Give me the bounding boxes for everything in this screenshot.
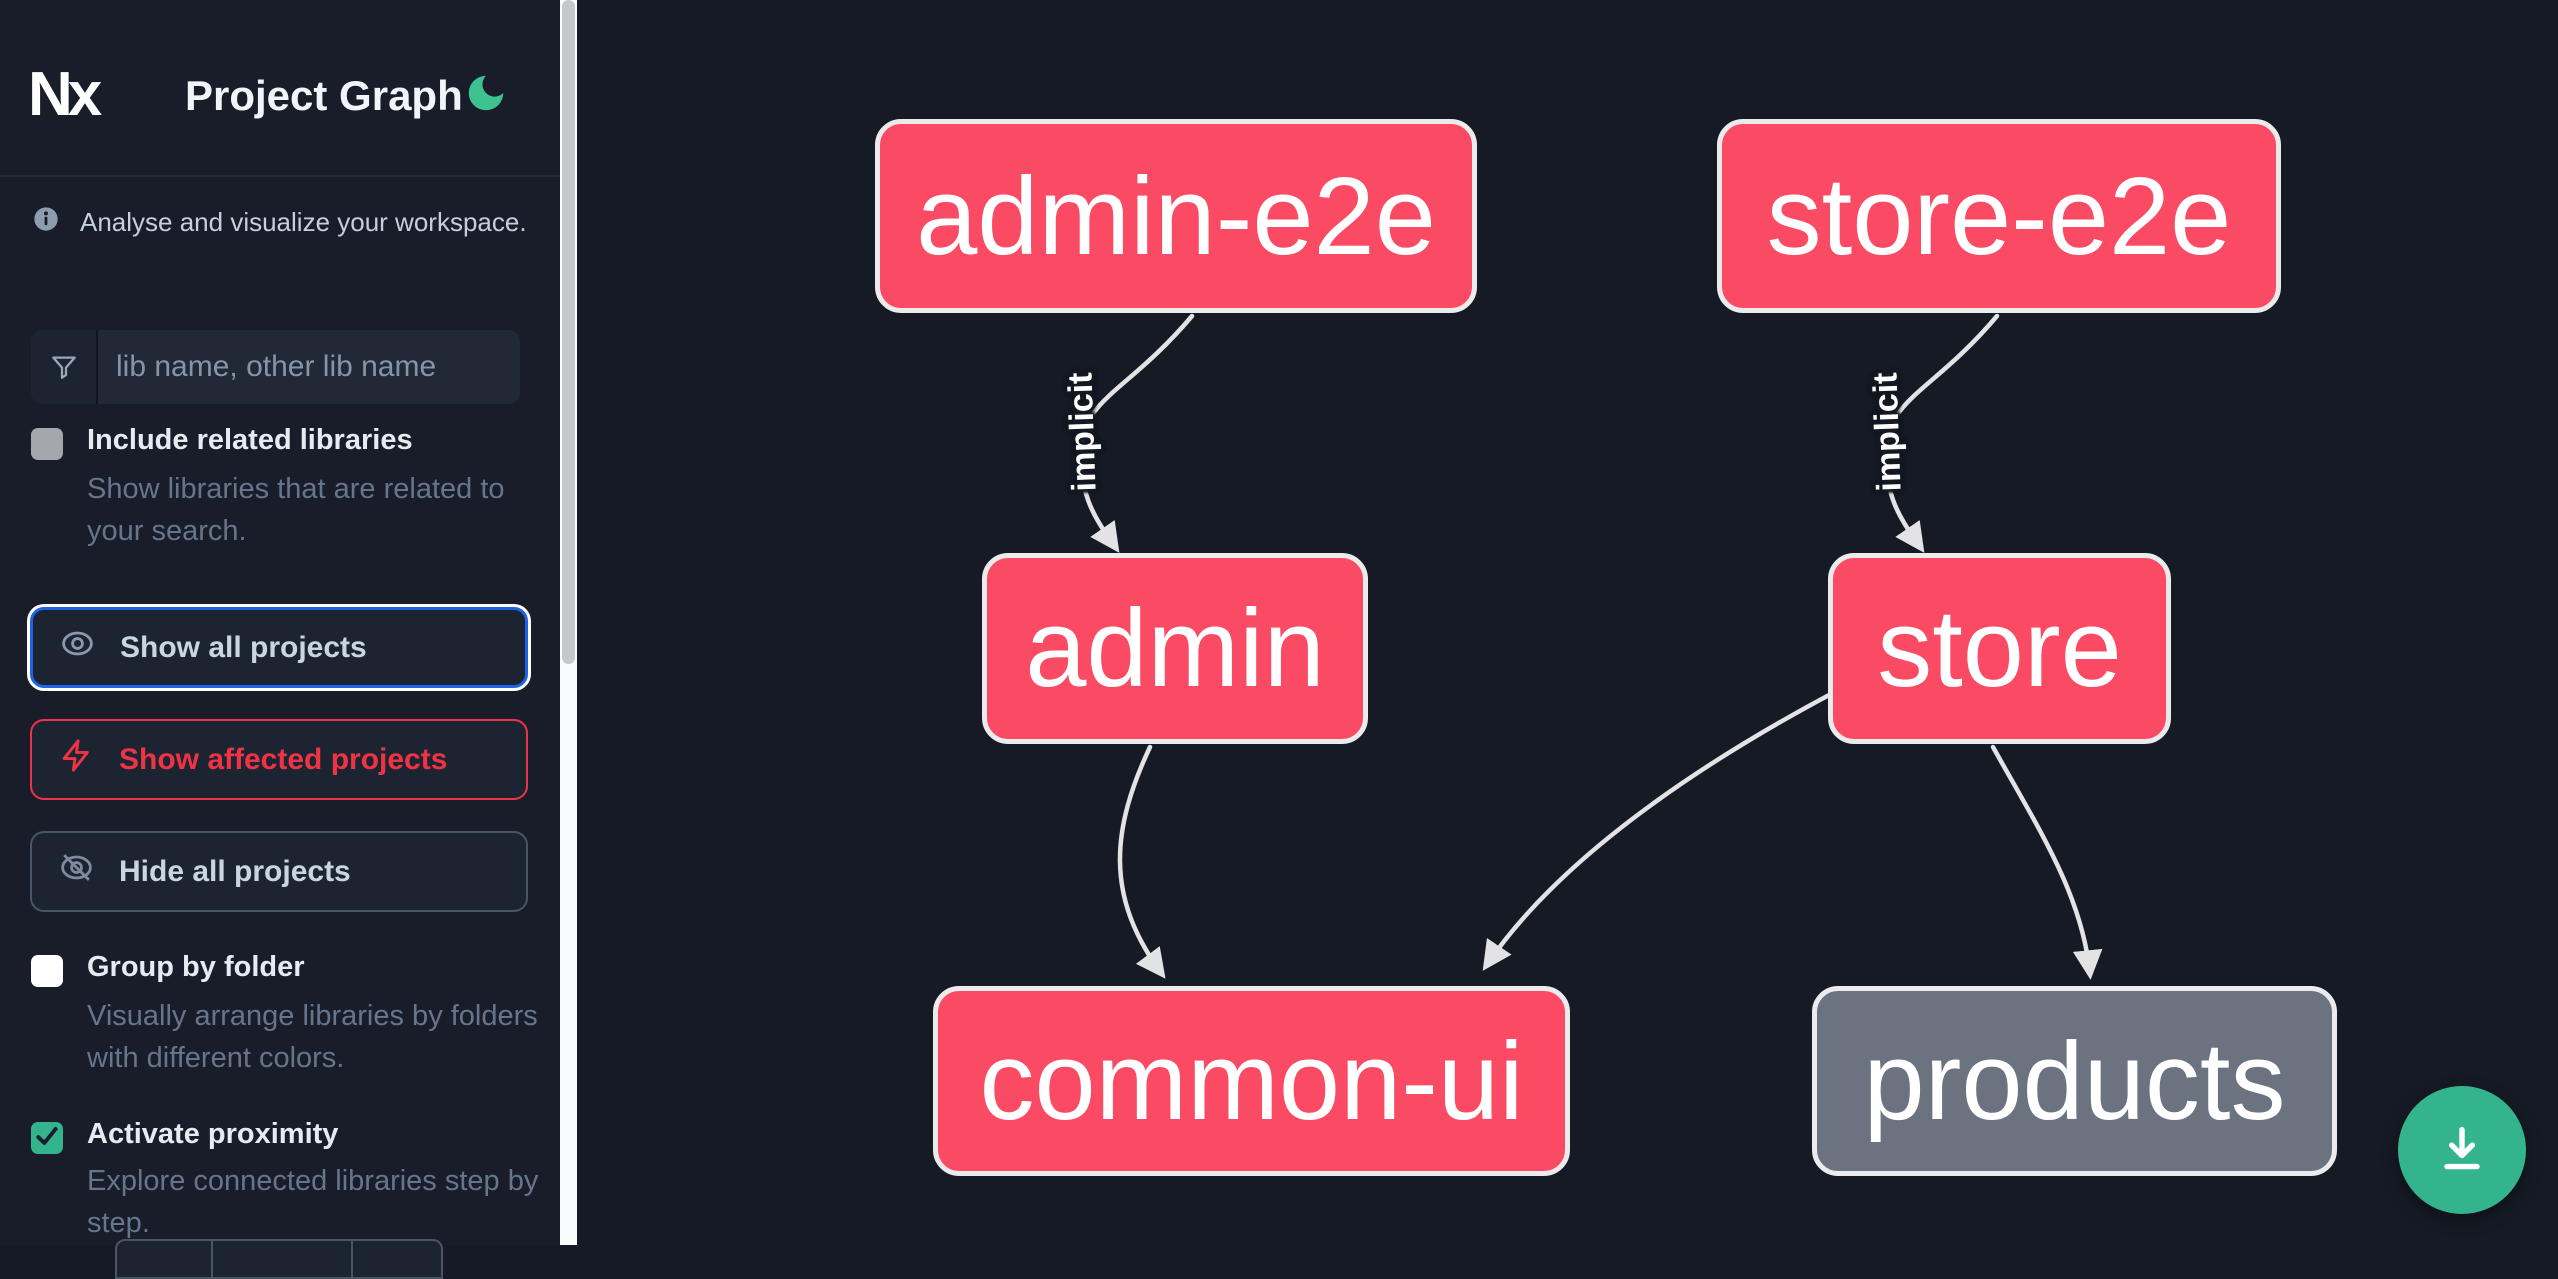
activate-proximity-label: Activate proximity	[87, 1118, 339, 1150]
hide-all-projects-button[interactable]: Hide all projects	[30, 831, 528, 912]
show-all-projects-button[interactable]: Show all projects	[30, 607, 528, 688]
node-label: store-e2e	[1766, 154, 2232, 278]
activate-proximity-checkbox[interactable]	[31, 1122, 63, 1154]
moon-icon	[463, 75, 509, 119]
hide-all-projects-label: Hide all projects	[119, 854, 351, 888]
graph-node-store[interactable]: store	[1828, 553, 2171, 744]
sidebar: Nx Project Graph Analyse and visualize y…	[0, 0, 560, 1279]
node-label: store	[1877, 587, 2122, 710]
include-related-description: Show libraries that are related to your …	[87, 473, 505, 547]
header-divider	[0, 175, 560, 177]
activate-proximity-description: Explore connected libraries step by step…	[87, 1165, 539, 1239]
stepper-increment[interactable]	[351, 1241, 441, 1277]
group-by-folder-description: Visually arrange libraries by folders wi…	[87, 1000, 538, 1074]
node-label: products	[1863, 1019, 2286, 1143]
filter-funnel-icon	[31, 330, 98, 404]
include-related-checkbox[interactable]	[31, 428, 63, 460]
search-input[interactable]	[98, 330, 520, 404]
sidebar-scrollbar-track[interactable]	[560, 0, 577, 1245]
graph-node-admin-e2e[interactable]: admin-e2e	[875, 119, 1477, 313]
node-label: admin-e2e	[916, 154, 1436, 278]
group-by-folder-label: Group by folder	[87, 951, 305, 983]
check-icon	[34, 1123, 60, 1154]
graph-node-products[interactable]: products	[1812, 986, 2337, 1176]
info-icon	[32, 205, 60, 233]
nx-logo-text: Nx	[28, 59, 102, 129]
proximity-stepper[interactable]	[115, 1239, 443, 1279]
lightning-icon	[58, 737, 95, 782]
edge-label-implicit: implicit	[1061, 371, 1104, 493]
graph-node-common-ui[interactable]: common-ui	[933, 986, 1570, 1176]
sidebar-scrollbar-thumb[interactable]	[562, 0, 575, 664]
stepper-decrement[interactable]	[117, 1241, 211, 1277]
node-label: common-ui	[979, 1019, 1524, 1143]
edge-label-implicit: implicit	[1866, 371, 1909, 493]
show-affected-projects-label: Show affected projects	[119, 742, 448, 776]
eye-off-icon	[58, 849, 95, 894]
search-box	[31, 330, 520, 404]
node-label: admin	[1025, 587, 1325, 710]
graph-node-admin[interactable]: admin	[982, 553, 1368, 744]
tagline: Analyse and visualize your workspace.	[80, 207, 527, 237]
show-affected-projects-button[interactable]: Show affected projects	[30, 719, 528, 800]
group-by-folder-checkbox[interactable]	[31, 955, 63, 987]
stepper-value	[211, 1241, 351, 1277]
theme-toggle-button[interactable]	[460, 68, 512, 120]
nx-logo: Nx	[28, 59, 128, 129]
include-related-label: Include related libraries	[87, 424, 413, 456]
eye-icon	[59, 625, 96, 670]
graph-node-store-e2e[interactable]: store-e2e	[1717, 119, 2281, 313]
page-title: Project Graph	[185, 72, 463, 119]
download-image-button[interactable]	[2398, 1086, 2526, 1214]
show-all-projects-label: Show all projects	[120, 630, 367, 664]
download-icon	[2431, 1118, 2493, 1183]
